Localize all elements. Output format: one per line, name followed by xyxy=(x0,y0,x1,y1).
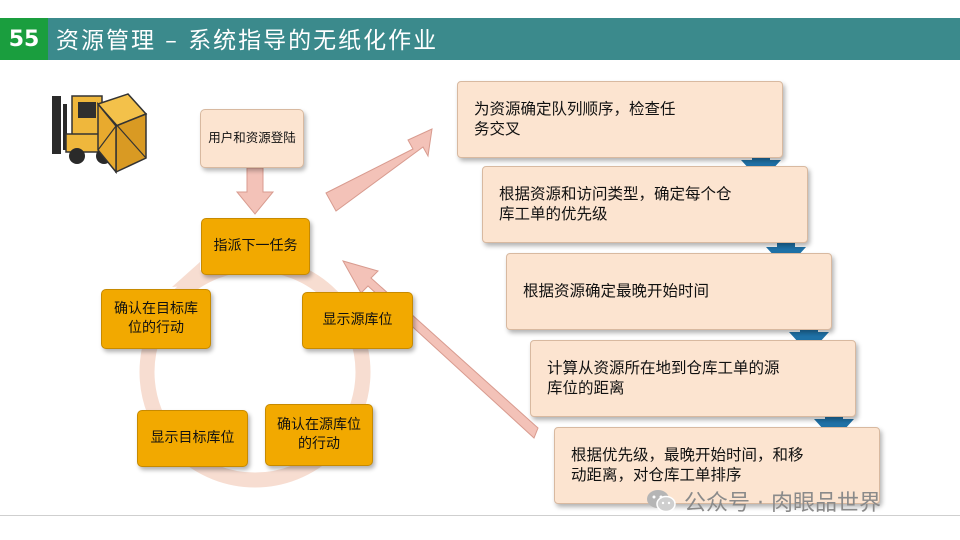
wechat-icon xyxy=(647,490,676,513)
footer-divider xyxy=(0,515,960,516)
step-box-1: 为资源确定队列顺序，检查任务交叉 xyxy=(457,81,783,158)
step-label-4: 计算从资源所在地到仓库工单的源库位的距离 xyxy=(547,359,780,397)
step-box-3: 根据资源确定最晚开始时间 xyxy=(506,253,832,330)
confirm-source-box: 确认在源库位的行动 xyxy=(265,404,373,466)
forklift-icon xyxy=(52,93,148,175)
login-box: 用户和资源登陆 xyxy=(200,109,304,168)
assign-to-steps-arrow xyxy=(325,128,433,212)
slide-number: 55 xyxy=(0,18,48,60)
slide-title: 资源管理 – 系统指导的无纸化作业 xyxy=(56,28,439,54)
step-box-2: 根据资源和访问类型，确定每个仓库工单的优先级 xyxy=(482,166,808,243)
step-label-3: 根据资源确定最晚开始时间 xyxy=(523,281,710,300)
assign-task-label: 指派下一任务 xyxy=(213,238,298,255)
slide-header: 资源管理 – 系统指导的无纸化作业 xyxy=(0,18,960,60)
confirm-target-label: 确认在目标库位的行动 xyxy=(114,301,198,336)
step-label-2: 根据资源和访问类型，确定每个仓库工单的优先级 xyxy=(499,185,732,223)
watermark-text: 公众号 · 肉眼品世界 xyxy=(684,491,881,516)
show-source-box: 显示源库位 xyxy=(302,292,413,349)
show-target-box: 显示目标库位 xyxy=(137,410,248,467)
login-label: 用户和资源登陆 xyxy=(208,130,296,146)
show-target-label: 显示目标库位 xyxy=(150,430,235,447)
assign-task-box: 指派下一任务 xyxy=(201,218,310,275)
step-label-5: 根据优先级，最晚开始时间，和移动距离，对仓库工单排序 xyxy=(571,446,804,484)
step-label-1: 为资源确定队列顺序，检查任务交叉 xyxy=(474,100,676,138)
step-box-4: 计算从资源所在地到仓库工单的源库位的距离 xyxy=(530,340,856,417)
step-box-5: 根据优先级，最晚开始时间，和移动距离，对仓库工单排序 xyxy=(554,427,880,504)
watermark: 公众号 · 肉眼品世界 xyxy=(646,486,881,516)
confirm-source-label: 确认在源库位的行动 xyxy=(277,417,361,452)
confirm-target-box: 确认在目标库位的行动 xyxy=(101,289,211,349)
login-to-assign-arrow xyxy=(235,167,275,215)
show-source-label: 显示源库位 xyxy=(322,312,393,329)
cycle-ring-arrowhead xyxy=(172,262,200,287)
